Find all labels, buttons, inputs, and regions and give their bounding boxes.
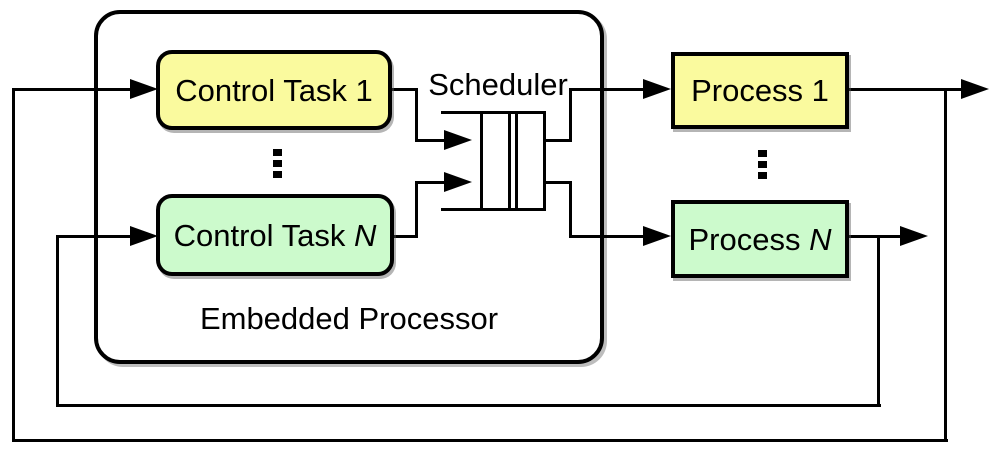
edge-into-processN bbox=[569, 235, 644, 238]
queue-icon-bottom bbox=[441, 208, 546, 211]
queue-icon-top bbox=[441, 111, 546, 114]
arrowhead-into-task1-icon bbox=[130, 79, 158, 99]
control-task-n-index: N bbox=[353, 217, 377, 253]
process-n-box: Process N bbox=[671, 200, 849, 278]
process-1-box: Process 1 bbox=[671, 52, 849, 129]
edge-into-process1 bbox=[569, 88, 644, 91]
control-task-n-label: Control Task N bbox=[174, 220, 377, 251]
arrowhead-into-taskN-icon bbox=[130, 226, 158, 246]
control-task-1-label: Control Task 1 bbox=[175, 72, 373, 108]
arrowhead-into-process1-icon bbox=[643, 79, 671, 99]
ellipsis-dot bbox=[273, 171, 282, 178]
ellipsis-dot bbox=[758, 172, 767, 179]
edge-processN-out bbox=[846, 235, 901, 238]
edge-outer-feedback-bottom bbox=[12, 439, 948, 442]
queue-icon-cell-divider bbox=[480, 111, 483, 211]
edge-queue-out2 bbox=[545, 181, 572, 184]
ellipsis-dot bbox=[273, 160, 282, 167]
edge-feedbackN-into-taskN bbox=[56, 235, 130, 238]
control-task-n-text: Control Task bbox=[173, 217, 354, 253]
edge-outer-feedback-left bbox=[12, 88, 15, 442]
arrowhead-outputN-icon bbox=[900, 226, 928, 246]
edge-outer-feedback-right bbox=[944, 88, 947, 440]
arrowhead-output1-icon bbox=[961, 79, 989, 99]
edge-taskN-rise bbox=[415, 181, 418, 238]
tasks-vertical-ellipsis-icon bbox=[273, 149, 282, 178]
edge-inner-feedback-right bbox=[877, 235, 880, 407]
edge-inner-feedback-left bbox=[56, 235, 59, 407]
queue-icon-cell-divider bbox=[515, 111, 518, 211]
edge-task1-out bbox=[389, 88, 418, 91]
ellipsis-dot bbox=[758, 161, 767, 168]
process-n-text: Process bbox=[688, 221, 810, 257]
process-1-label: Process 1 bbox=[691, 73, 829, 108]
edge-out2-drop bbox=[569, 181, 572, 238]
edge-queue-in1 bbox=[415, 139, 445, 142]
ellipsis-dot bbox=[758, 150, 767, 157]
edge-feedback1-into-task1 bbox=[12, 88, 130, 91]
edge-task1-drop bbox=[415, 88, 418, 142]
queue-icon-cell-divider bbox=[508, 111, 511, 211]
ellipsis-dot bbox=[273, 149, 282, 156]
arrowhead-queue-in1-icon bbox=[444, 130, 472, 150]
scheduler-label: Scheduler bbox=[428, 67, 568, 102]
embedded-processor-label: Embedded Processor bbox=[199, 301, 499, 336]
processes-vertical-ellipsis-icon bbox=[758, 150, 767, 179]
edge-out1-rise bbox=[569, 88, 572, 142]
edge-inner-feedback-bottom bbox=[56, 404, 881, 407]
arrowhead-into-processN-icon bbox=[643, 226, 671, 246]
edge-queue-out1 bbox=[545, 139, 572, 142]
process-n-index: N bbox=[809, 221, 832, 257]
edge-taskN-out bbox=[391, 235, 418, 238]
arrowhead-queue-in2-icon bbox=[444, 172, 472, 192]
control-task-n-box: Control Task N bbox=[156, 194, 394, 276]
process-n-label: Process N bbox=[689, 224, 832, 255]
control-task-1-box: Control Task 1 bbox=[156, 50, 392, 130]
queue-icon-right-edge bbox=[543, 111, 546, 211]
edge-queue-in2 bbox=[415, 181, 445, 184]
edge-process1-out bbox=[846, 88, 962, 91]
